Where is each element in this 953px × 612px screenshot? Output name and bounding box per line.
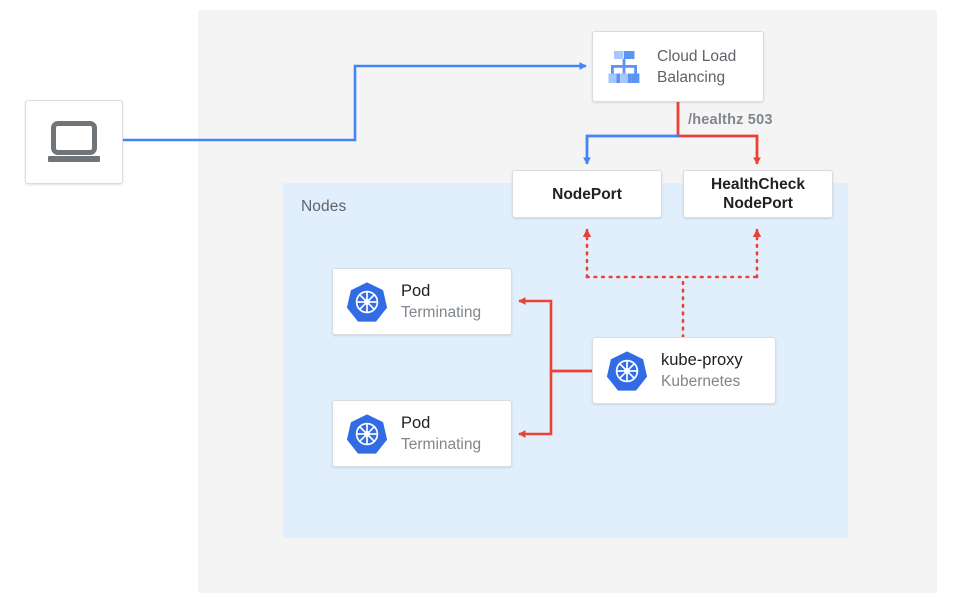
pod-1-status: Terminating bbox=[401, 303, 482, 321]
pod-2-text: Pod Terminating bbox=[401, 412, 481, 456]
pod-1-text: Pod Terminating bbox=[401, 280, 481, 324]
kube-proxy-title: kube-proxy bbox=[661, 350, 743, 369]
nodeport-node[interactable]: NodePort bbox=[512, 170, 662, 218]
nodeport-label: NodePort bbox=[552, 185, 622, 203]
nodes-panel-label: Nodes bbox=[301, 198, 347, 215]
kubernetes-icon bbox=[605, 349, 649, 393]
pod-node-2[interactable]: Pod Terminating bbox=[332, 400, 512, 467]
cloud-load-balancing-node[interactable]: Cloud Load Balancing bbox=[592, 31, 764, 102]
pod-node-1[interactable]: Pod Terminating bbox=[332, 268, 512, 335]
client-node[interactable] bbox=[25, 100, 123, 184]
pod-2-status: Terminating bbox=[401, 435, 482, 453]
healthcheck-nodeport-node[interactable]: HealthCheck NodePort bbox=[683, 170, 833, 218]
pod-1-title: Pod bbox=[401, 281, 431, 300]
pod-2-title: Pod bbox=[401, 413, 431, 432]
kubernetes-icon bbox=[345, 412, 389, 456]
cloud-load-balancing-icon bbox=[603, 46, 645, 88]
cloud-load-balancing-label: Cloud Load Balancing bbox=[657, 47, 737, 86]
kube-proxy-text: kube-proxy Kubernetes bbox=[661, 349, 743, 393]
kube-proxy-node[interactable]: kube-proxy Kubernetes bbox=[592, 337, 776, 404]
kube-proxy-subtitle: Kubernetes bbox=[661, 372, 741, 390]
healthcheck-nodeport-label: HealthCheck NodePort bbox=[711, 176, 805, 212]
kubernetes-icon bbox=[345, 280, 389, 324]
laptop-icon bbox=[46, 120, 102, 164]
healthz-edge-label: /healthz 503 bbox=[688, 112, 773, 128]
